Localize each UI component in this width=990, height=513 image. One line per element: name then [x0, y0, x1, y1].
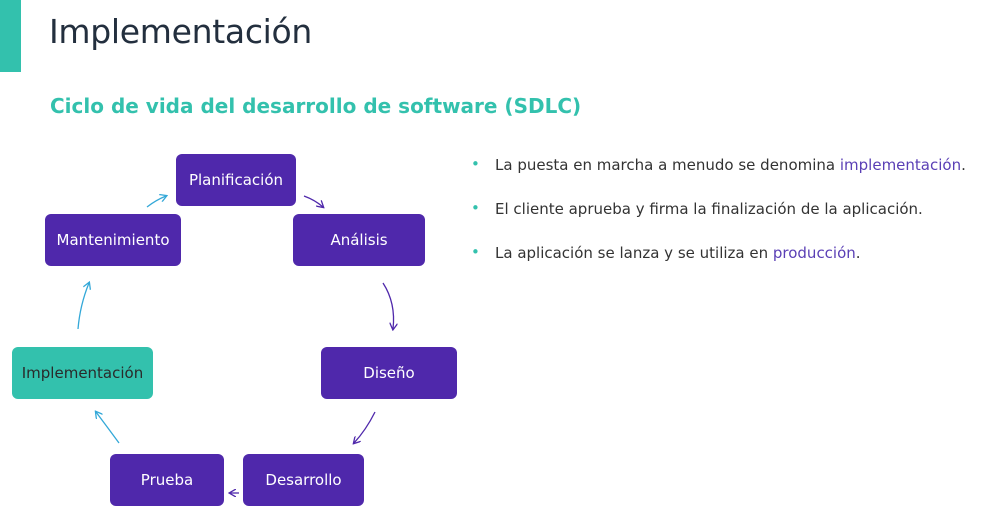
- page-title: Implementación: [49, 12, 313, 51]
- title-accent-bar: [0, 0, 21, 72]
- bullet-dot: •: [471, 199, 480, 217]
- bullet-dot: •: [471, 243, 480, 261]
- node-design: Diseño: [321, 347, 457, 399]
- bullet-dot: •: [471, 155, 480, 173]
- arrow-maintenance-to-planning: [146, 196, 166, 208]
- arrow-implementation-to-maintenance: [77, 283, 89, 330]
- bullet-item: •La aplicación se lanza y se utiliza en …: [471, 243, 861, 262]
- arrow-design-to-development: [354, 411, 376, 443]
- arrow-analysis-to-design: [382, 282, 394, 329]
- node-analysis: Análisis: [293, 214, 425, 266]
- node-testing: Prueba: [110, 454, 224, 506]
- bullet-item: •El cliente aprueba y firma la finalizac…: [471, 199, 923, 218]
- arrow-planning-to-analysis: [303, 195, 323, 207]
- bullet-item: •La puesta en marcha a menudo se denomin…: [471, 155, 966, 174]
- node-implementation: Implementación: [12, 347, 153, 399]
- node-development: Desarrollo: [243, 454, 364, 506]
- bullet-list: •La puesta en marcha a menudo se denomin…: [468, 155, 966, 288]
- node-planning: Planificación: [176, 154, 296, 206]
- page-subtitle: Ciclo de vida del desarrollo de software…: [50, 94, 582, 118]
- arrow-testing-to-implementation: [96, 412, 120, 444]
- highlight-term: producción: [772, 244, 856, 262]
- node-maintenance: Mantenimiento: [45, 214, 181, 266]
- highlight-term: implementación: [839, 156, 962, 174]
